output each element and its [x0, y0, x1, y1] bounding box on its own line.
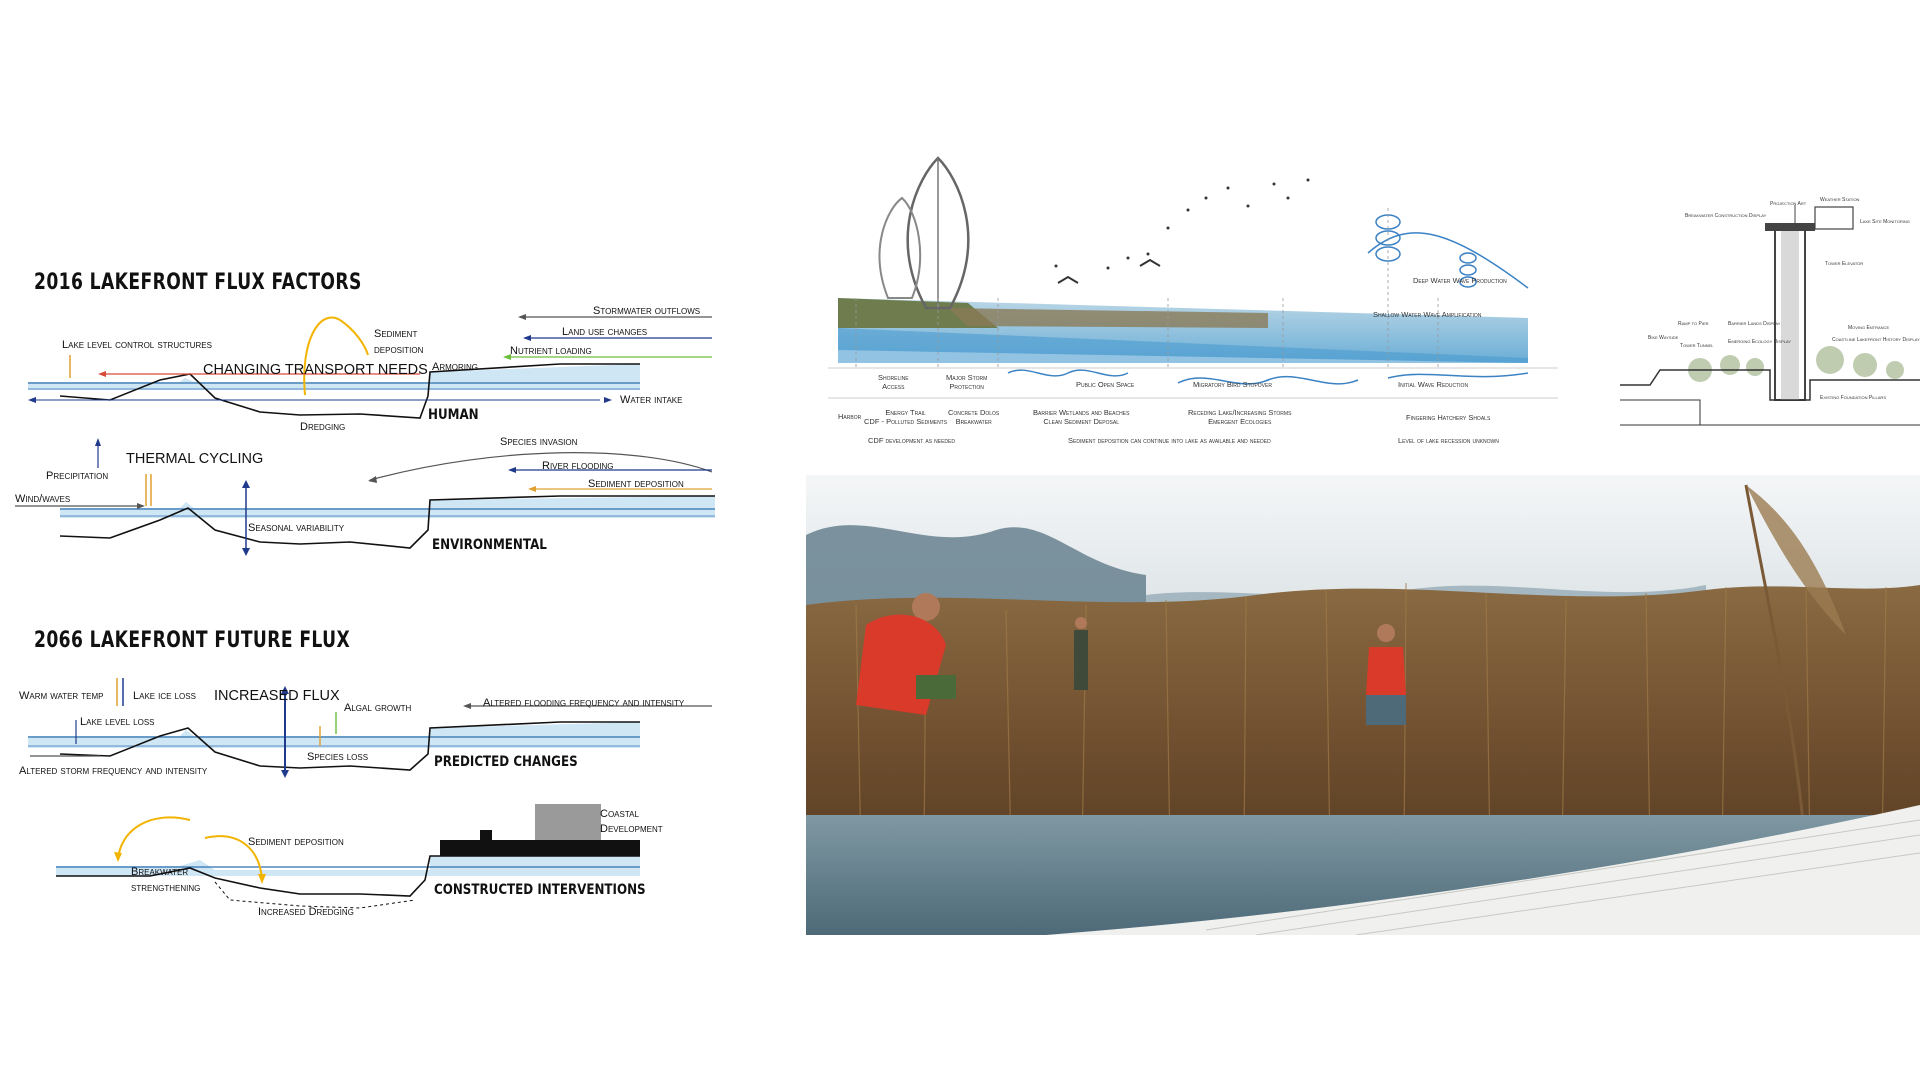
label-breakwater-2: strengthening [131, 882, 201, 894]
label-coastal-2: Development [600, 823, 663, 835]
section-diagram: Deep Water Wave Production Shallow Water… [828, 156, 1558, 456]
label-warm: Warm water temp [19, 690, 104, 702]
label-land-use: Land use changes [562, 326, 648, 338]
label-wind: Wind/waves [15, 493, 71, 505]
tower-label-12: Existing Foundation Pillars [1820, 395, 1886, 401]
label-human: HUMAN [428, 407, 479, 423]
label-deep-wave: Deep Water Wave Production [1413, 276, 1507, 285]
zone-name-4: Initial Wave Reduction [1398, 380, 1469, 389]
environmental-diagram [15, 438, 715, 556]
label-nutrient: Nutrient loading [510, 345, 592, 357]
label-shallow-wave: Shallow Water Wave Amplification [1373, 310, 1482, 319]
tower-label-3: Lake Site Monitoring [1860, 219, 1910, 225]
label-dredging: Dredging [300, 421, 346, 433]
label-species-loss: Species loss [307, 751, 369, 763]
label-stormwater: Stormwater outflows [593, 305, 701, 317]
label-level-loss: Lake level loss [80, 716, 155, 728]
tower-label-6: Ramp to Pier [1678, 321, 1709, 327]
tower-label-4: Tower Elevator [1825, 261, 1864, 267]
label-predicted: PREDICTED CHANGES [434, 754, 578, 770]
label-sediment-2066: Sediment deposition [248, 836, 344, 848]
tower-label-7: Tower Tunnel [1680, 343, 1714, 349]
human-diagram [28, 314, 712, 419]
zone-name-2: Public Open Space [1076, 380, 1135, 389]
label-armoring: Armoring [432, 361, 479, 373]
tower-section: Projection Art Weather Station Breakwate… [1620, 195, 1920, 435]
bottom-label-2: Level of lake recession unknown [1398, 436, 1499, 445]
zone-name-0: Shoreline Access [878, 373, 909, 391]
label-seasonal: Seasonal variability [248, 522, 345, 534]
label-breakwater-1: Breakwater [131, 866, 189, 878]
label-flooding: Altered flooding frequency and intensity [483, 697, 685, 709]
tower-label-9: Emerging Ecology Display [1728, 339, 1791, 345]
tower-label-10: Moving Entrance [1848, 325, 1890, 331]
label-increased: INCREASED FLUX [214, 688, 340, 704]
label-sediment-env: Sediment deposition [588, 478, 684, 490]
label-environmental: ENVIRONMENTAL [432, 537, 547, 553]
tower-label-2: Breakwater Construction Display [1685, 213, 1767, 219]
bottom-label-0: CDF development as needed [868, 436, 955, 445]
label-sediment-2: deposition [374, 344, 424, 356]
constructed-diagram [56, 804, 640, 909]
predicted-diagram [28, 678, 712, 778]
label-coastal-1: Coastal [600, 808, 639, 820]
zone-detail-0: Energy Trail CDF - Polluted Sediments [864, 408, 948, 426]
label-increased-dredging: Increased Dredging [258, 906, 354, 918]
zone-detail-3: Receding Lake/Increasing Storms Emergent… [1188, 408, 1292, 426]
label-precipitation: Precipitation [46, 470, 109, 482]
researcher-standing [1074, 617, 1088, 690]
title-2066: 2066 LAKEFRONT FUTURE FLUX [34, 628, 351, 653]
label-ice: Lake ice loss [133, 690, 196, 702]
label-harbor: Harbor [838, 412, 862, 421]
zone-name-3: Migratory Bird Stopover [1193, 380, 1272, 389]
label-species: Species invasion [500, 436, 578, 448]
researcher-left [856, 593, 956, 715]
zone-name-1: Major Storm Protection [946, 373, 988, 391]
researcher-wading [1366, 624, 1406, 725]
label-constructed: CONSTRUCTED INTERVENTIONS [434, 882, 646, 898]
zone-detail-2: Barrier Wetlands and Beaches Clean Sedim… [1033, 408, 1130, 426]
tower-label-5: Bike Wayside [1648, 335, 1679, 341]
label-transport: CHANGING TRANSPORT NEEDS [203, 362, 428, 378]
tower-label-11: Coastline Lakefront History Display [1832, 337, 1920, 343]
tower-label-8: Barrier Lands Display [1728, 321, 1781, 327]
label-thermal: THERMAL CYCLING [126, 451, 264, 467]
label-sediment-1: Sediment [374, 328, 418, 340]
label-water-intake: Water intake [620, 394, 683, 406]
label-algal: Algal growth [344, 702, 412, 714]
label-storm: Altered storm frequency and intensity [19, 765, 208, 777]
wetland-rendering [806, 475, 1920, 935]
tower-label-0: Projection Art [1770, 201, 1807, 207]
title-2016: 2016 LAKEFRONT FLUX FACTORS [34, 270, 362, 295]
label-lake-level: Lake level control structures [62, 339, 212, 351]
label-river: River flooding [542, 460, 614, 472]
tower-label-1: Weather Station [1820, 197, 1860, 203]
zone-detail-1: Concrete Dolos Breakwater [948, 408, 1000, 426]
bottom-label-1: Sediment deposition can continue into la… [1068, 436, 1271, 445]
zone-detail-4: Fingering Hatchery Shoals [1406, 413, 1491, 422]
